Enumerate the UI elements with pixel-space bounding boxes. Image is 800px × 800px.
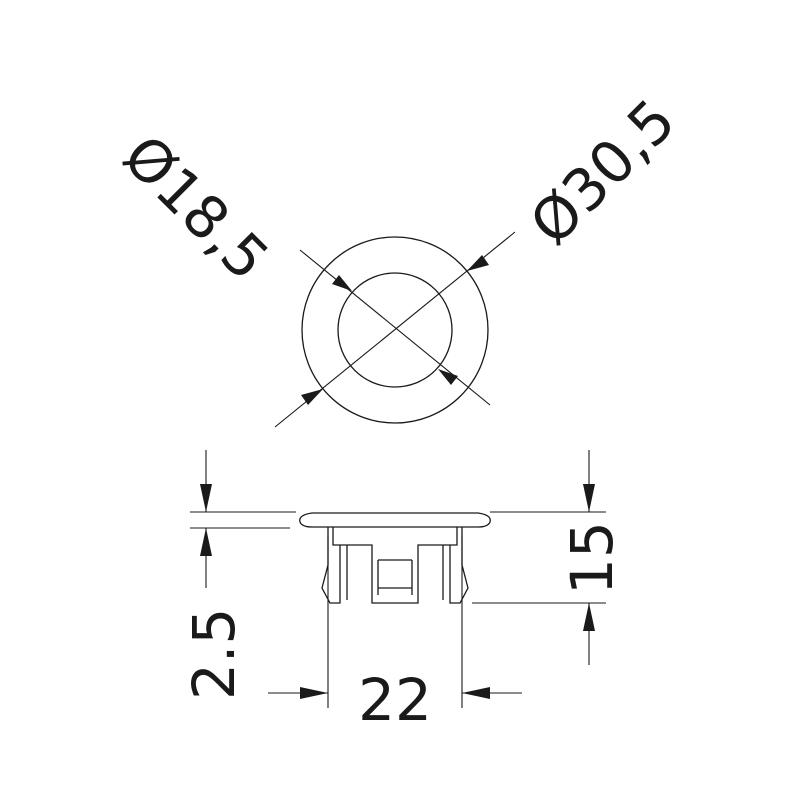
flange-arrow-top: [200, 484, 212, 512]
body-left-leg: [321, 527, 341, 604]
outer-circle: [301, 236, 489, 424]
height-arrow-top: [583, 484, 595, 512]
top-view: Ø18,5 Ø30,5: [110, 86, 689, 428]
width-arrow-right: [462, 687, 490, 699]
inner-diameter-line: [299, 249, 491, 406]
inner-circle: [337, 272, 453, 388]
inner-diameter-arrow-2: [438, 369, 458, 385]
inner-diameter-arrow-1: [332, 275, 352, 291]
side-view: 2.5 15 22: [180, 450, 626, 734]
outer-diameter-arrow-1: [467, 255, 489, 271]
body-inner-left: [332, 527, 458, 604]
height-arrow-bottom: [583, 603, 595, 631]
width-arrow-left: [300, 687, 328, 699]
body-right-leg: [449, 527, 469, 604]
overall-height-label: 15: [558, 521, 626, 595]
flange: [299, 512, 491, 528]
flange-thickness-label: 2.5: [180, 608, 248, 700]
outer-diameter-arrow-2: [301, 389, 323, 405]
outer-diameter-label: Ø30,5: [517, 86, 689, 258]
flange-arrow-bottom: [200, 528, 212, 556]
body-width-label: 22: [358, 666, 432, 734]
inner-diameter-label: Ø18,5: [110, 122, 282, 294]
